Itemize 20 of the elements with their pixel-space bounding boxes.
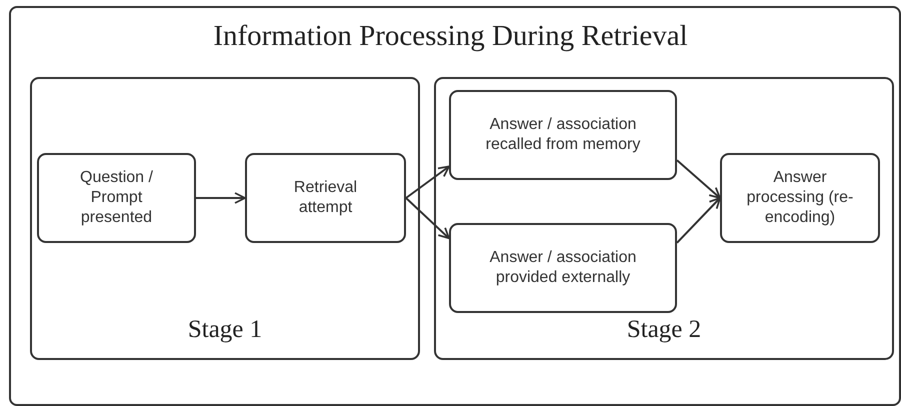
arrow	[405, 166, 450, 199]
process-box	[245, 153, 406, 243]
arrow	[676, 159, 721, 199]
arrow	[196, 192, 246, 204]
stage-panel	[434, 77, 894, 360]
stage-label: Stage 1	[186, 316, 264, 344]
arrow	[405, 197, 450, 240]
process-box	[449, 90, 677, 180]
process-box	[37, 153, 196, 243]
box-label: Answer / association provided externally	[488, 248, 638, 288]
diagram-title: Information Processing During Retrieval	[212, 20, 689, 53]
process-box	[449, 223, 677, 313]
stage-panel	[30, 77, 420, 360]
box-label: Answer / association recalled from memory	[484, 115, 642, 155]
box-label: Retrieval attempt	[292, 178, 358, 218]
arrow	[676, 197, 721, 244]
box-label: Question / Prompt presented	[79, 168, 154, 228]
process-box	[720, 153, 880, 243]
stage-label: Stage 2	[626, 316, 702, 344]
box-label: Answer processing (re-encoding)	[746, 168, 854, 228]
